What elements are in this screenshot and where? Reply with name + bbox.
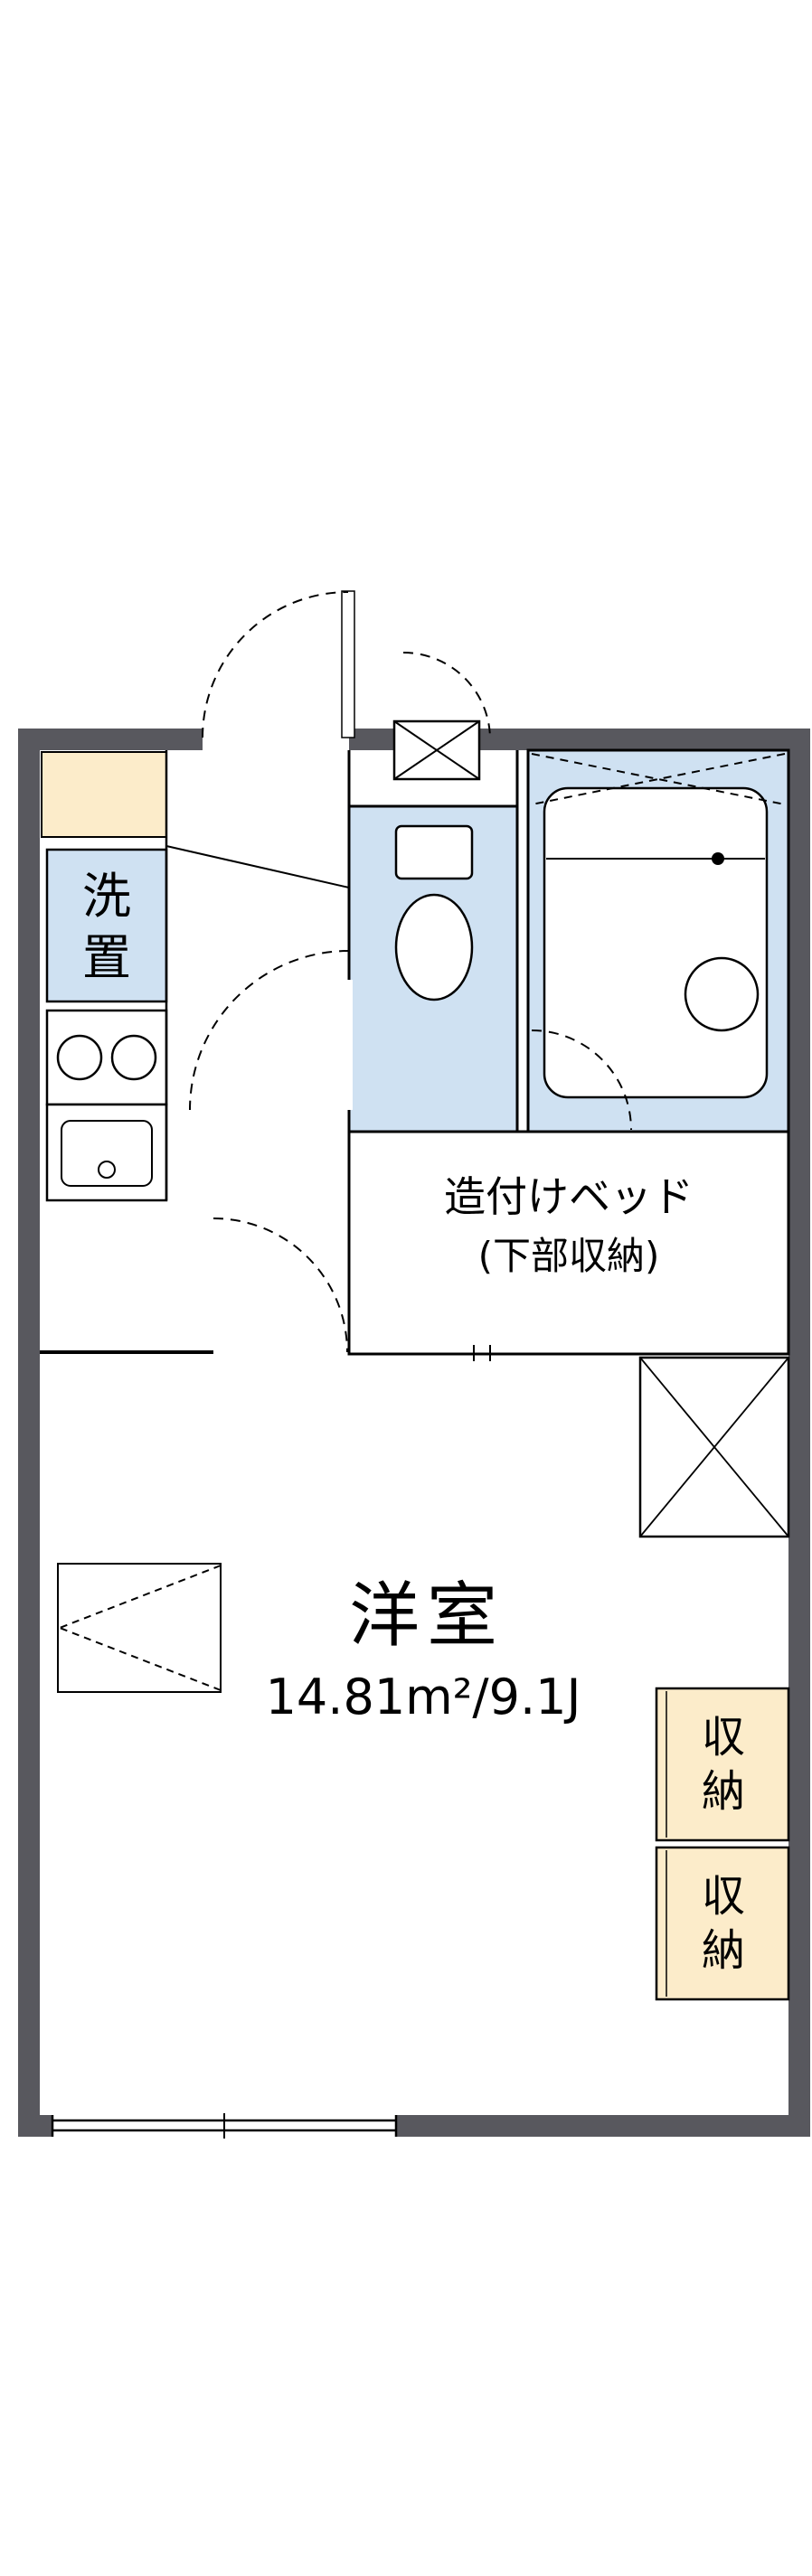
sink-basin <box>61 1120 153 1187</box>
entrance-step <box>41 751 167 838</box>
closet-tall-cross-2 <box>639 1357 789 1537</box>
entry-door-swing-arc <box>202 591 349 738</box>
bath-faucet-icon <box>712 852 724 865</box>
built-in-bed-room <box>347 1130 790 1356</box>
entry-window-cross-2 <box>393 720 480 780</box>
laundry-space <box>45 848 168 1003</box>
washbasin <box>684 956 760 1032</box>
sink-drain-icon <box>98 1161 116 1179</box>
bathtub <box>543 786 769 1099</box>
desk-fold-line-1 <box>59 1565 222 1629</box>
main-room-area-label: 14.81m²/9.1J <box>266 1669 581 1725</box>
toilet-bowl <box>394 893 474 1001</box>
desk-box <box>57 1563 222 1693</box>
stove-burner-right-icon <box>110 1034 157 1081</box>
entry-door-swing-arc-small <box>402 652 491 740</box>
stove-unit <box>45 1009 168 1106</box>
storage-top-box <box>655 1687 790 1842</box>
desk-fold-line-2 <box>59 1627 222 1691</box>
storage-bottom-label-char-1: 収 <box>702 1871 745 1922</box>
storage-bottom-label-char-2: 納 <box>702 1925 745 1976</box>
bed-label-line-2: (下部収納) <box>478 1234 660 1278</box>
laundry-label-char-2: 置 <box>82 929 131 986</box>
toilet-door-opening <box>345 980 353 1110</box>
toilet-tank <box>394 824 474 880</box>
laundry-label-char-1: 洗 <box>82 868 131 925</box>
storage-bottom-box <box>655 1846 790 2001</box>
main-room-door-swing-arc <box>212 1217 348 1353</box>
stove-burner-left-icon <box>56 1034 103 1081</box>
storage-top-label-char-2: 納 <box>702 1766 745 1817</box>
entrance-step-edge <box>165 845 350 888</box>
bed-label-line-1: 造付けベッド <box>444 1172 694 1221</box>
main-room-name-label: 洋室 <box>349 1575 505 1657</box>
bathroom-door-swing-arc <box>531 1029 632 1131</box>
storage-top-label-char-1: 収 <box>702 1712 745 1763</box>
toilet-door-swing-arc <box>189 950 350 1111</box>
entry-door-opening <box>203 727 349 752</box>
entry-door-leaf <box>341 590 355 738</box>
